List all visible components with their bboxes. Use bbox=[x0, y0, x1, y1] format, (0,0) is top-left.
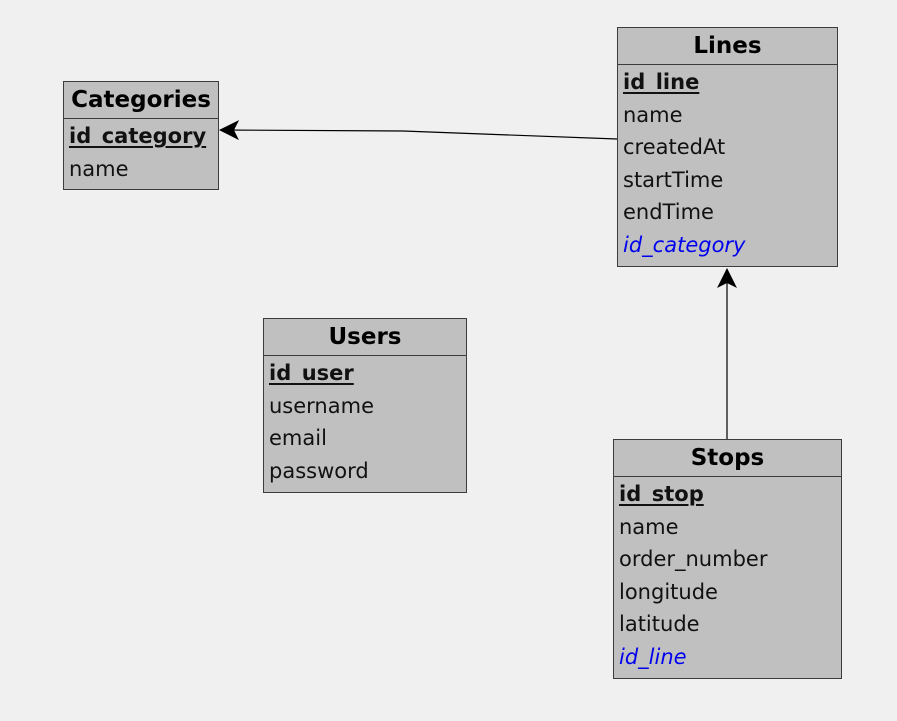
entity-users[interactable]: Users id_user username email password bbox=[263, 318, 467, 493]
entity-field: email bbox=[269, 426, 327, 450]
entity-field: longitude bbox=[619, 579, 718, 604]
entity-lines[interactable]: Lines id_line name createdAt startTime e… bbox=[617, 27, 838, 267]
primary-key-field: id_user bbox=[269, 361, 354, 385]
entity-field: latitude bbox=[619, 612, 700, 636]
entity-field: name bbox=[623, 102, 683, 127]
field-list: id_line name createdAt startTime endTime… bbox=[618, 65, 837, 261]
entity-title: Lines bbox=[618, 28, 837, 65]
entity-field: password bbox=[269, 458, 369, 483]
entity-field: name bbox=[619, 514, 679, 539]
field-list: id_category name bbox=[64, 119, 218, 185]
foreign-key-field: id_category bbox=[623, 232, 746, 257]
foreign-key-field: id_line bbox=[619, 644, 687, 669]
relation-lines-to-categories bbox=[219, 120, 618, 141]
primary-key-field: id_category bbox=[69, 124, 207, 148]
primary-key-field: id_stop bbox=[619, 482, 704, 506]
primary-key-field: id_line bbox=[623, 70, 700, 94]
entity-field: order_number bbox=[619, 547, 768, 571]
entity-stops[interactable]: Stops id_stop name order_number longitud… bbox=[613, 439, 842, 679]
entity-field: createdAt bbox=[623, 135, 726, 159]
entity-title: Categories bbox=[64, 82, 218, 119]
field-list: id_stop name order_number longitude lati… bbox=[614, 477, 841, 673]
entity-title: Stops bbox=[614, 440, 841, 477]
entity-field: username bbox=[269, 393, 374, 418]
field-list: id_user username email password bbox=[264, 356, 466, 487]
entity-field: endTime bbox=[623, 200, 714, 224]
entity-field: name bbox=[69, 156, 129, 181]
entity-field: startTime bbox=[623, 167, 724, 192]
entity-categories[interactable]: Categories id_category name bbox=[63, 81, 219, 190]
entity-title: Users bbox=[264, 319, 466, 356]
